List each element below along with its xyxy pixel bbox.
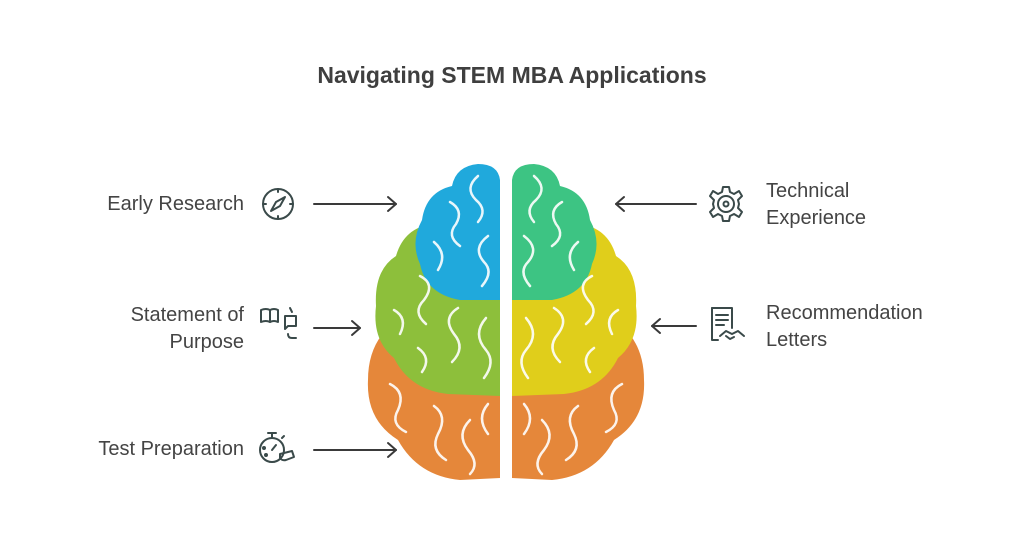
stopwatch-whistle-icon bbox=[259, 432, 295, 463]
diagram-title: Navigating STEM MBA Applications bbox=[317, 62, 707, 88]
label-recommendation-letters: Recommendation Letters bbox=[766, 302, 923, 351]
label-test-preparation: Test Preparation bbox=[98, 438, 244, 460]
label-technical-experience: Technical Experience bbox=[766, 180, 867, 229]
brain-illustration bbox=[367, 164, 645, 480]
brain-lobe-blue-left bbox=[415, 164, 500, 300]
arrow-recommendation-letters bbox=[651, 318, 697, 334]
book-speech-icon bbox=[260, 307, 297, 339]
label-statement-of-purpose: Statement of Purpose bbox=[130, 304, 244, 353]
arrow-statement-of-purpose bbox=[313, 320, 361, 336]
arrow-early-research bbox=[313, 196, 397, 212]
label-early-research: Early Research bbox=[107, 193, 244, 215]
compass-icon bbox=[262, 188, 294, 220]
arrow-technical-experience bbox=[615, 196, 697, 212]
gear-icon bbox=[709, 186, 743, 222]
arrow-test-preparation bbox=[313, 442, 397, 458]
document-handshake-icon bbox=[711, 307, 745, 341]
brain-lobe-teal-right bbox=[512, 164, 597, 300]
